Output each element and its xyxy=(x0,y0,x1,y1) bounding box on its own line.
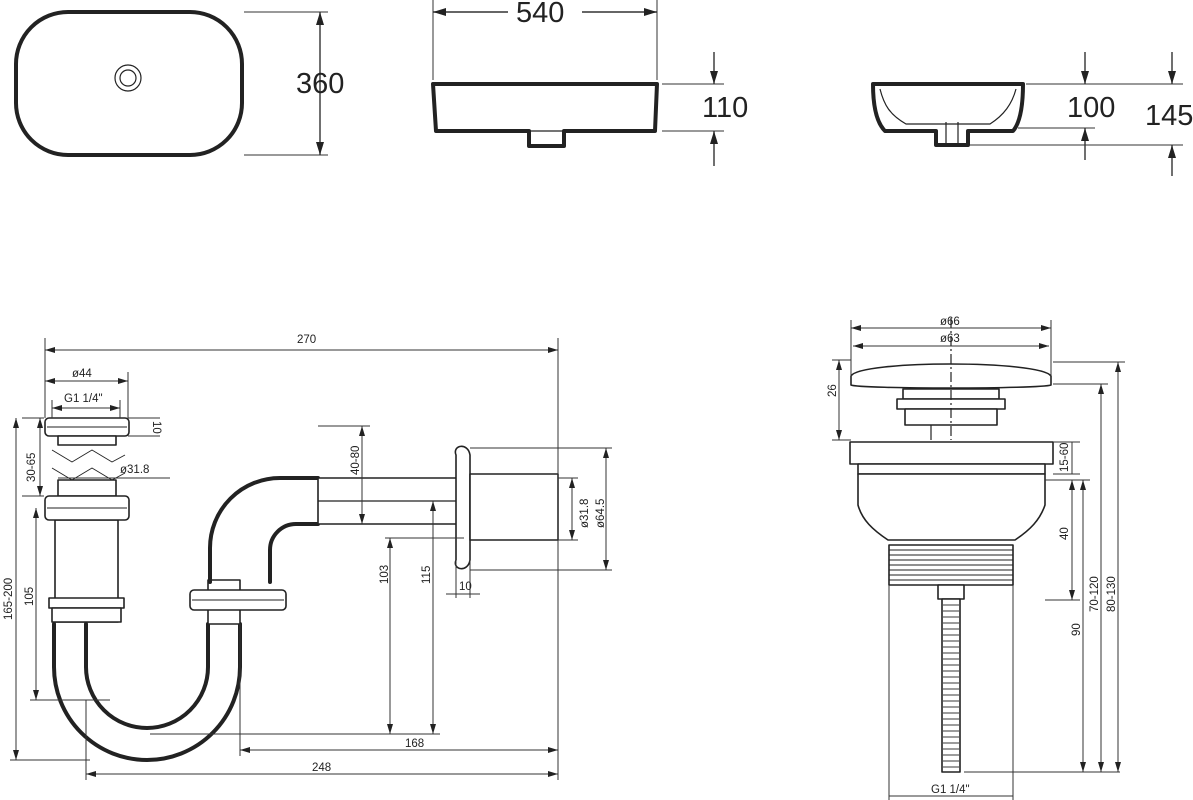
siphon-wall-pipe-diameter-label: ø31.8 xyxy=(579,499,591,528)
bottle-trap-siphon: 270 ø44 G1 1/4" 10 30-65 ø31.8 165-200 xyxy=(3,334,612,780)
waste-cap-height-label: 26 xyxy=(827,384,839,397)
waste-body-40-label: 40 xyxy=(1059,527,1071,540)
siphon-height-103-label: 103 xyxy=(379,565,391,584)
siphon-flange-diameter-label: ø64.5 xyxy=(595,499,607,528)
basin-height-label: 110 xyxy=(702,92,748,124)
waste-range-15-60-label: 15-60 xyxy=(1059,443,1071,472)
siphon-depth-168-label: 168 xyxy=(405,738,424,750)
siphon-outlet-diameter-label: ø44 xyxy=(72,368,92,380)
waste-range-80-130-label: 80-130 xyxy=(1106,576,1118,612)
siphon-lower-height-label: 105 xyxy=(24,587,36,606)
waste-range-70-120-label: 70-120 xyxy=(1089,576,1101,612)
basin-side-view: 100 145 xyxy=(871,52,1193,176)
waste-body-diameter-label: ø63 xyxy=(940,333,960,345)
siphon-flange-thickness-label: 10 xyxy=(459,581,472,593)
basin-width-label: 540 xyxy=(516,0,564,29)
basin-depth-label: 360 xyxy=(296,68,344,100)
basin-inner-depth-label: 100 xyxy=(1067,92,1115,124)
siphon-thread-label: G1 1/4" xyxy=(64,393,103,405)
siphon-wall-offset-label: 40-80 xyxy=(350,446,362,475)
basin-total-height-label: 145 xyxy=(1145,100,1193,132)
waste-cap-diameter-label: ø66 xyxy=(940,316,960,328)
basin-top-view: 360 xyxy=(14,10,344,157)
siphon-nut-height-label: 10 xyxy=(150,421,162,434)
siphon-width-label: 270 xyxy=(297,334,316,346)
waste-stem-90-label: 90 xyxy=(1071,623,1083,636)
siphon-adjust-label: 30-65 xyxy=(26,453,38,482)
siphon-height-115-label: 115 xyxy=(421,566,433,584)
click-clack-waste: ø66 ø63 26 15-60 40 90 70- xyxy=(827,316,1125,800)
siphon-height-range-label: 165-200 xyxy=(3,578,15,620)
siphon-pipe-diameter-label: ø31.8 xyxy=(120,464,149,476)
waste-thread-label: G1 1/4" xyxy=(931,784,970,796)
basin-front-view: 540 110 xyxy=(431,0,748,166)
siphon-depth-248-label: 248 xyxy=(312,762,331,774)
